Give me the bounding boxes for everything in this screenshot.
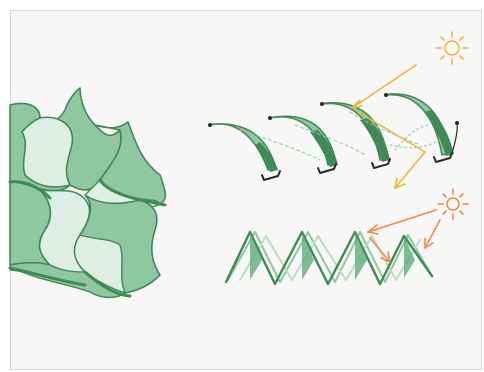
fin-tail (451, 122, 458, 154)
fin-tip (384, 93, 388, 97)
fin-row (208, 93, 459, 181)
sun-icon (437, 188, 469, 220)
sun-icon (435, 31, 469, 65)
fin (255, 142, 278, 172)
fin-tip (208, 123, 212, 127)
fin-tip (268, 116, 272, 120)
scale-tessellation (8, 87, 167, 299)
fin-base (371, 158, 391, 169)
fin-base (317, 163, 337, 174)
fin-tip (320, 102, 324, 106)
pleat-shadow (227, 231, 433, 283)
pleat (224, 230, 434, 286)
fin-base (433, 152, 453, 163)
pleat-shadow (239, 235, 421, 281)
scale-piece (21, 116, 74, 188)
fin (424, 110, 454, 156)
arrow-icon (367, 209, 441, 263)
fin-base (261, 170, 281, 181)
scale-outline (8, 178, 167, 298)
fin (310, 130, 338, 167)
pleat-row (224, 230, 434, 286)
fin (360, 118, 390, 162)
airflow-line (239, 111, 421, 161)
arrow-icon (351, 64, 426, 189)
scale-piece (9, 262, 126, 299)
